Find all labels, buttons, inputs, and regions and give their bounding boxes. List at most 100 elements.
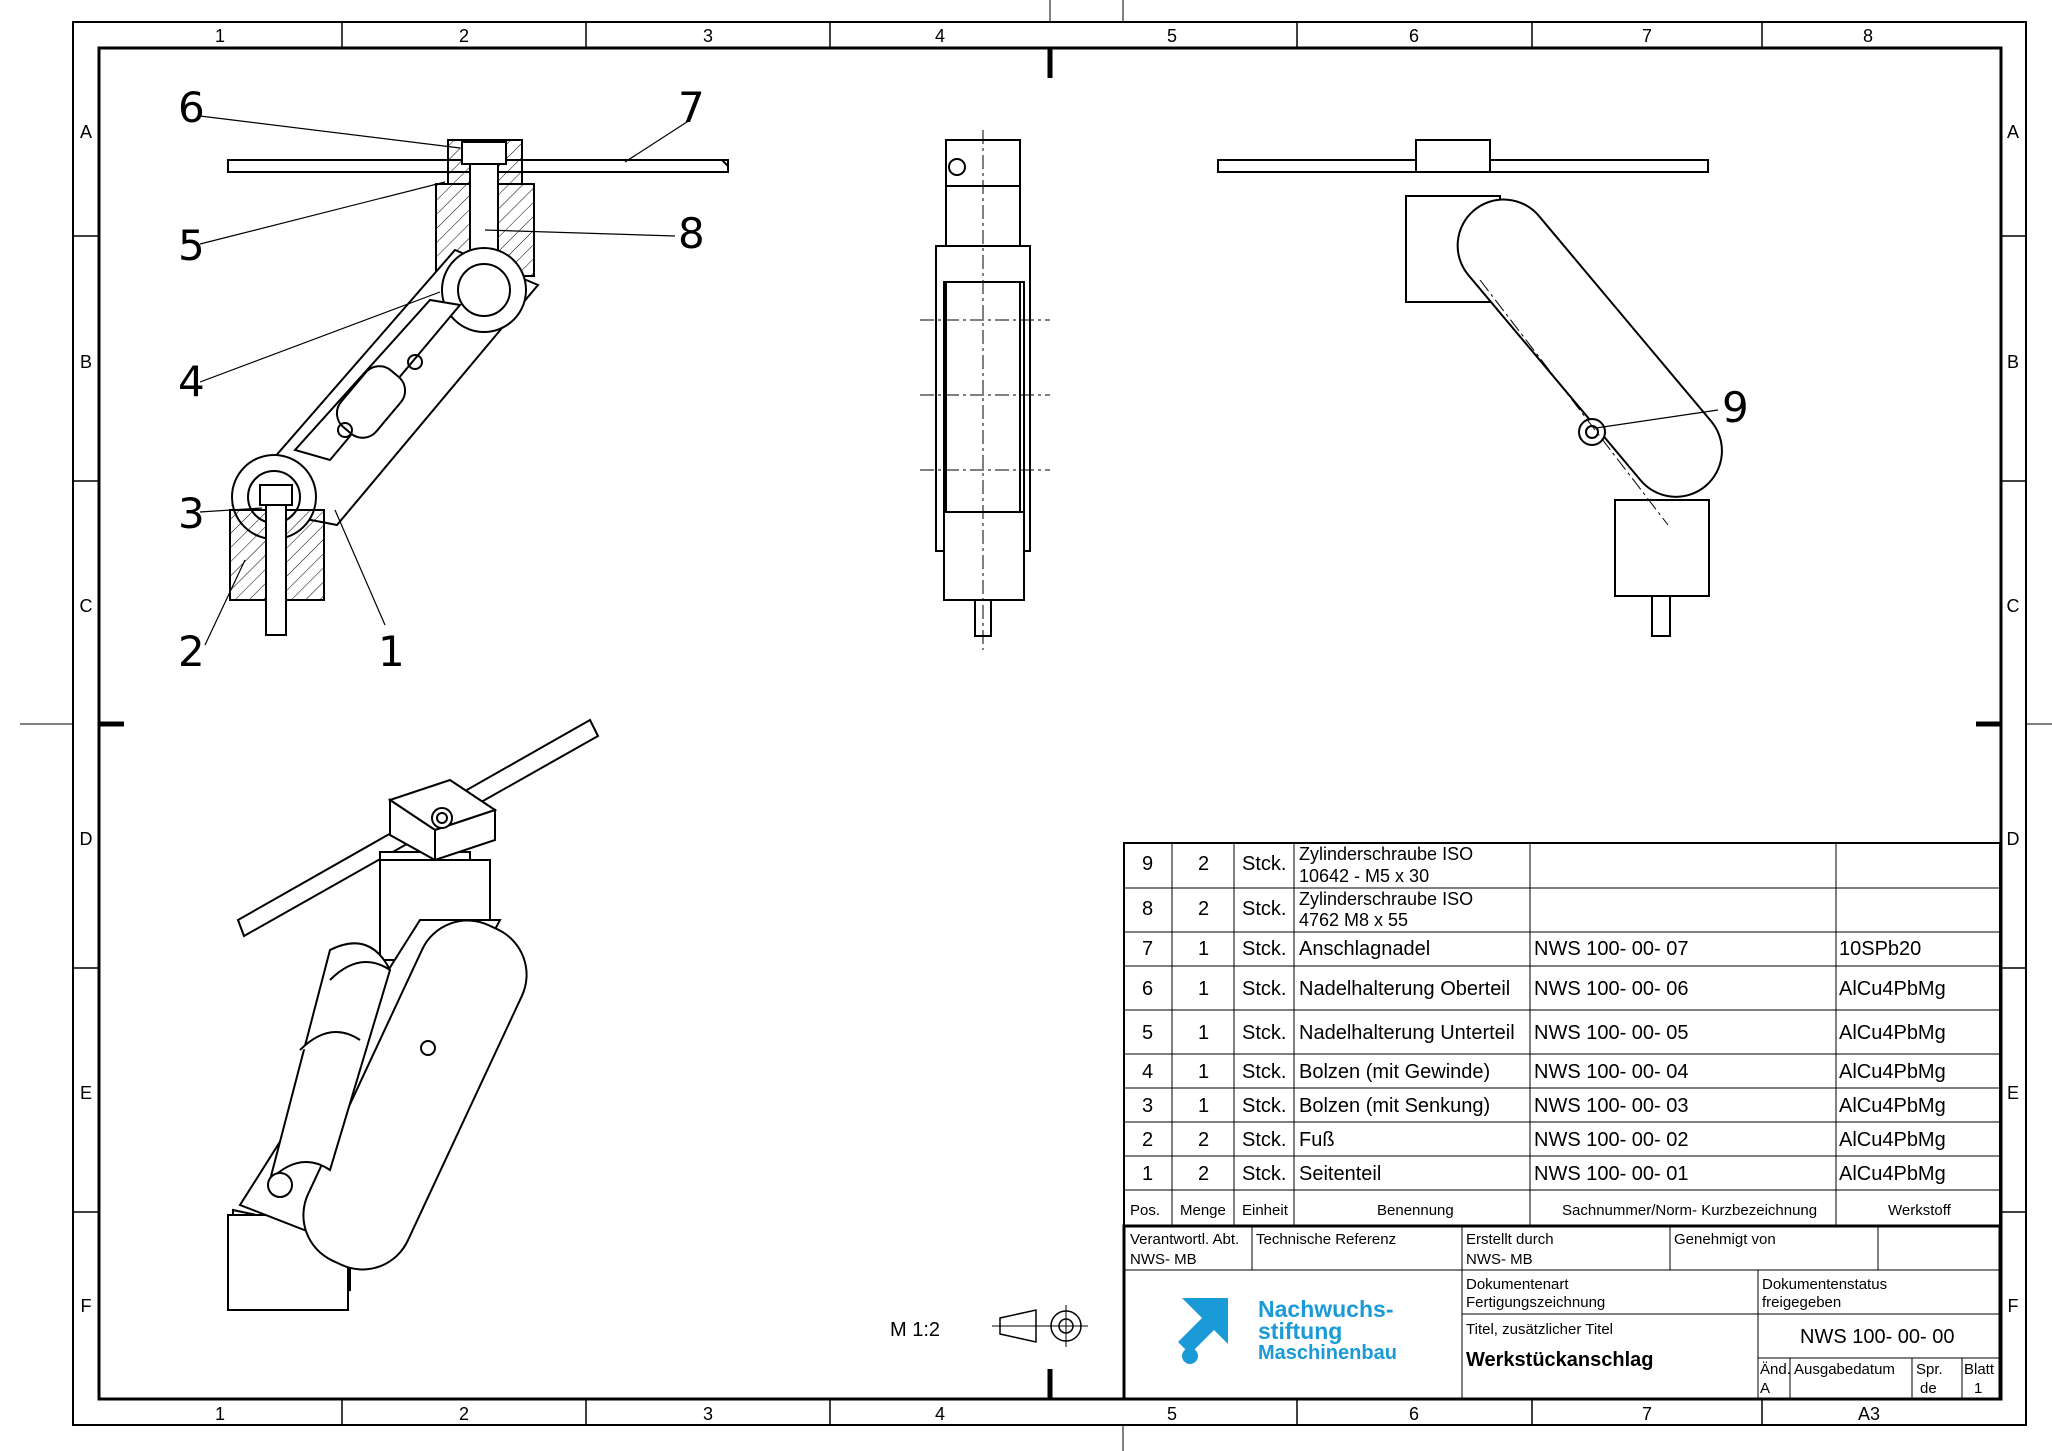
bom-sachnummer: NWS 100- 00- 01: [1534, 1163, 1689, 1185]
bom-row: 2 2 Stck. Fuß NWS 100- 00- 02 AlCu4PbMg: [1142, 1129, 1946, 1151]
bom-rows: 9 2 Stck. Zylinderschraube ISO 10642 - M…: [1130, 844, 1952, 1219]
zone-col-5: 5: [1167, 26, 1177, 46]
bom-sachnummer: NWS 100- 00- 02: [1534, 1129, 1689, 1151]
erstellt-value: NWS- MB: [1466, 1251, 1533, 1268]
bom-pos: 1: [1142, 1163, 1153, 1185]
callout-4: 4: [178, 357, 205, 406]
dokstatus-value: freigegeben: [1762, 1294, 1841, 1311]
zone-ticks: [73, 22, 2026, 1425]
ausgabe-label: Ausgabedatum: [1794, 1361, 1895, 1378]
zone-col-4-bottom: 4: [935, 1404, 945, 1424]
bom-row: 7 1 Stck. Anschlagnadel NWS 100- 00- 07 …: [1142, 938, 1921, 960]
bom-werkstoff: AlCu4PbMg: [1839, 1129, 1946, 1151]
bom-menge: 1: [1198, 978, 1209, 1000]
callout-6: 6: [178, 83, 205, 132]
bom-menge: 1: [1198, 938, 1209, 960]
genehmigt-label: Genehmigt von: [1674, 1231, 1776, 1248]
zone-row-e: E: [80, 1083, 92, 1103]
spr-value: de: [1920, 1380, 1937, 1397]
bom-row: 1 2 Stck. Seitenteil NWS 100- 00- 01 AlC…: [1142, 1163, 1946, 1185]
callout-1: 1: [378, 627, 405, 676]
zone-col-6-bottom: 6: [1409, 1404, 1419, 1424]
zone-col-2: 2: [459, 26, 469, 46]
bom-benennung: Seitenteil: [1299, 1163, 1381, 1185]
bom-benennung: Nadelhalterung Unterteil: [1299, 1022, 1515, 1044]
zone-row-a-right: A: [2007, 122, 2019, 142]
bom-menge: 1: [1198, 1061, 1209, 1083]
bom-einheit: Stck.: [1242, 853, 1286, 875]
scale-label: M 1:2: [890, 1319, 940, 1341]
bom-einheit: Stck.: [1242, 938, 1286, 960]
bom-row: 6 1 Stck. Nadelhalterung Oberteil NWS 10…: [1142, 978, 1946, 1000]
callout-9: 9: [1722, 383, 1749, 432]
bom-table: [1123, 842, 2001, 1227]
verantwortl-label: Verantwortl. Abt.: [1130, 1231, 1239, 1248]
bom-einheit: Stck.: [1242, 1129, 1286, 1151]
bom-sachnummer: NWS 100- 00- 03: [1534, 1095, 1689, 1117]
bom-menge: 2: [1198, 853, 1209, 875]
bom-benennung: Bolzen (mit Senkung): [1299, 1095, 1490, 1117]
bom-pos: 7: [1142, 938, 1153, 960]
zone-col-5-bottom: 5: [1167, 1404, 1177, 1424]
zone-col-2-bottom: 2: [459, 1404, 469, 1424]
aend-label: Änd.: [1760, 1361, 1791, 1378]
zone-row-c: C: [80, 596, 93, 616]
bom-header-einheit: Einheit: [1242, 1202, 1289, 1219]
callout-5: 5: [178, 221, 205, 270]
bom-row: 4 1 Stck. Bolzen (mit Gewinde) NWS 100- …: [1142, 1061, 1946, 1083]
bom-benennung-2: 10642 - M5 x 30: [1299, 866, 1429, 886]
logo: Nachwuchs- stiftung Maschinenbau: [1178, 1292, 1458, 1372]
format-label: A3: [1858, 1404, 1880, 1424]
blatt-label: Blatt: [1964, 1361, 1995, 1378]
bom-pos: 3: [1142, 1095, 1153, 1117]
bom-header-benennung: Benennung: [1377, 1202, 1454, 1219]
bom-einheit: Stck.: [1242, 1095, 1286, 1117]
dokart-label: Dokumentenart: [1466, 1276, 1569, 1293]
logo-arrow-icon: [1178, 1298, 1228, 1364]
titel-value: Werkstückanschlag: [1466, 1349, 1654, 1371]
bom-einheit: Stck.: [1242, 1163, 1286, 1185]
bom-benennung: Anschlagnadel: [1299, 938, 1430, 960]
bom-menge: 1: [1198, 1095, 1209, 1117]
bom-menge: 2: [1198, 1129, 1209, 1151]
side-view: [920, 130, 1050, 650]
logo-line2: stiftung: [1258, 1318, 1343, 1344]
zone-row-f-right: F: [2008, 1296, 2019, 1316]
title-block-text: Verantwortl. Abt. NWS- MB Technische Ref…: [1130, 1231, 1995, 1424]
callouts-front: 6 5 4 3 2 1 7 8 9: [178, 83, 1749, 676]
bom-header-sachnummer: Sachnummer/Norm- Kurzbezeichnung: [1562, 1202, 1817, 1219]
zone-col-6: 6: [1409, 26, 1419, 46]
callout-7: 7: [678, 83, 705, 132]
zone-col-3: 3: [703, 26, 713, 46]
zone-col-1-bottom: 1: [215, 1404, 225, 1424]
bom-benennung: Zylinderschraube ISO: [1299, 889, 1473, 909]
zone-row-d-right: D: [2007, 829, 2020, 849]
aend-value: A: [1760, 1380, 1770, 1397]
bom-einheit: Stck.: [1242, 978, 1286, 1000]
zone-row-e-right: E: [2007, 1083, 2019, 1103]
spr-label: Spr.: [1916, 1361, 1943, 1378]
zone-col-7: 7: [1642, 26, 1652, 46]
bom-row: 5 1 Stck. Nadelhalterung Unterteil NWS 1…: [1142, 1022, 1946, 1044]
projection-symbol: [992, 1305, 1088, 1347]
bom-benennung: Zylinderschraube ISO: [1299, 844, 1473, 864]
zone-row-c-right: C: [2007, 596, 2020, 616]
bom-werkstoff: AlCu4PbMg: [1839, 1163, 1946, 1185]
callout-2: 2: [178, 627, 205, 676]
logo-line1: Nachwuchs-: [1258, 1296, 1394, 1322]
bom-werkstoff: AlCu4PbMg: [1839, 1022, 1946, 1044]
zone-row-b: B: [80, 352, 92, 372]
bom-einheit: Stck.: [1242, 898, 1286, 920]
centering-marks: [20, 0, 2052, 1451]
zone-row-f: F: [81, 1296, 92, 1316]
bom-pos: 5: [1142, 1022, 1153, 1044]
front-section-view: [199, 115, 729, 646]
zone-col-7-bottom: 7: [1642, 1404, 1652, 1424]
bom-sachnummer: NWS 100- 00- 06: [1534, 978, 1689, 1000]
bom-werkstoff: AlCu4PbMg: [1839, 1095, 1946, 1117]
blatt-value: 1: [1974, 1380, 1982, 1397]
rear-view: [1217, 139, 1723, 637]
bom-row: 9 2 Stck. Zylinderschraube ISO 10642 - M…: [1142, 844, 1473, 886]
bom-pos: 2: [1142, 1129, 1153, 1151]
